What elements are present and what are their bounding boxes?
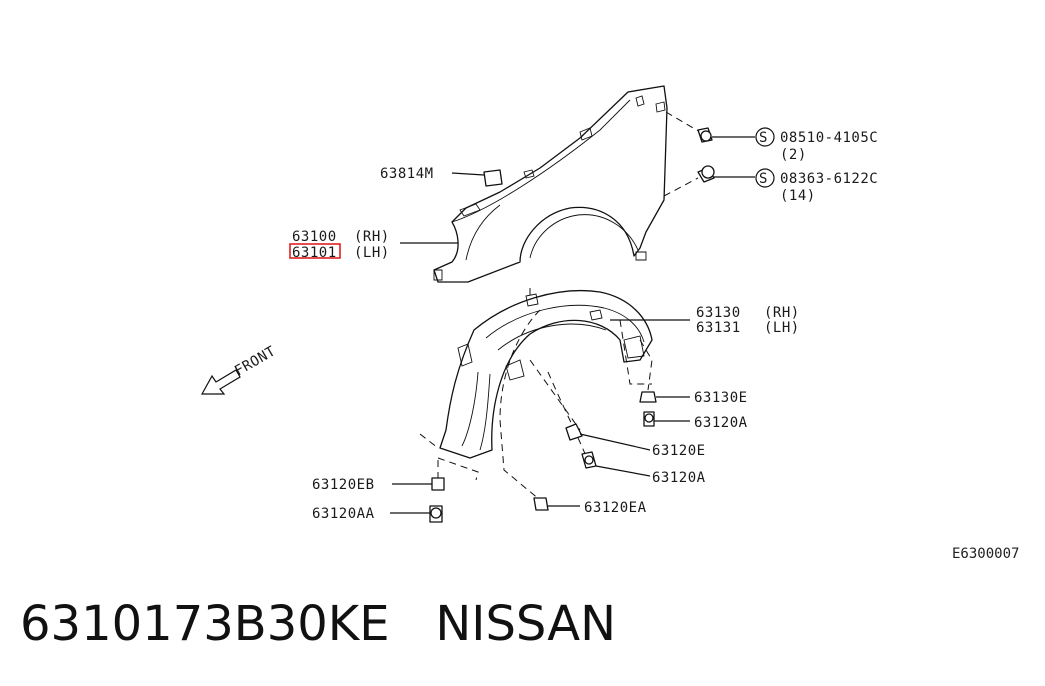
fender-bolt-1	[665, 111, 755, 143]
callout-63131-side: (LH)	[764, 320, 800, 336]
callout-63120a-2[interactable]: 63120A	[652, 470, 706, 486]
callout-63130-side: (RH)	[764, 305, 800, 321]
callout-63120aa[interactable]: 63120AA	[312, 506, 375, 522]
screw-63120a-1-shape	[643, 411, 690, 427]
callout-08510-4105c[interactable]: 08510-4105C	[780, 130, 878, 146]
part-number: 6310173B30KE	[20, 596, 390, 652]
fender-bolt-2	[663, 165, 755, 197]
callout-63130e[interactable]: 63130E	[694, 390, 748, 406]
clip-63120e-shape	[565, 423, 651, 451]
callout-63131[interactable]: 63131	[696, 320, 741, 336]
callout-63101-side: (LH)	[354, 245, 390, 261]
reference-code: E6300007	[952, 546, 1019, 562]
callout-08363-6122c[interactable]: 08363-6122C	[780, 171, 878, 187]
clip-63130e-shape	[639, 391, 690, 403]
clip-63120eb-shape	[392, 477, 445, 491]
highlight-box	[289, 243, 341, 259]
callout-63100-side: (RH)	[354, 229, 390, 245]
qty-2: (2)	[780, 147, 807, 163]
std-symbol-1: S	[755, 127, 775, 147]
seal-pad	[451, 169, 503, 187]
front-direction-arrow: FRONT	[200, 343, 279, 395]
screw-63120aa-shape	[390, 505, 443, 523]
callout-63120eb[interactable]: 63120EB	[312, 477, 375, 493]
screw-63120a-2-shape	[581, 451, 651, 477]
svg-text:S: S	[759, 130, 768, 146]
qty-14: (14)	[780, 188, 816, 204]
callout-63100[interactable]: 63100	[292, 229, 337, 245]
std-symbol-2: S	[755, 168, 775, 188]
front-label: FRONT	[232, 343, 279, 379]
callout-63130[interactable]: 63130	[696, 305, 741, 321]
callout-63120e[interactable]: 63120E	[652, 443, 706, 459]
callout-63120a-1[interactable]: 63120A	[694, 415, 748, 431]
callout-63814m[interactable]: 63814M	[380, 166, 434, 182]
brand-name: NISSAN	[435, 596, 617, 652]
callout-63120ea[interactable]: 63120EA	[584, 500, 647, 516]
part-title: 6310173B30KE NISSAN	[20, 596, 616, 652]
callout-63101[interactable]: 63101	[292, 245, 337, 261]
clip-63120ea-shape	[533, 497, 580, 511]
wheel-arch-protector	[439, 289, 653, 459]
fender-panel	[433, 85, 668, 283]
svg-text:S: S	[759, 171, 768, 187]
